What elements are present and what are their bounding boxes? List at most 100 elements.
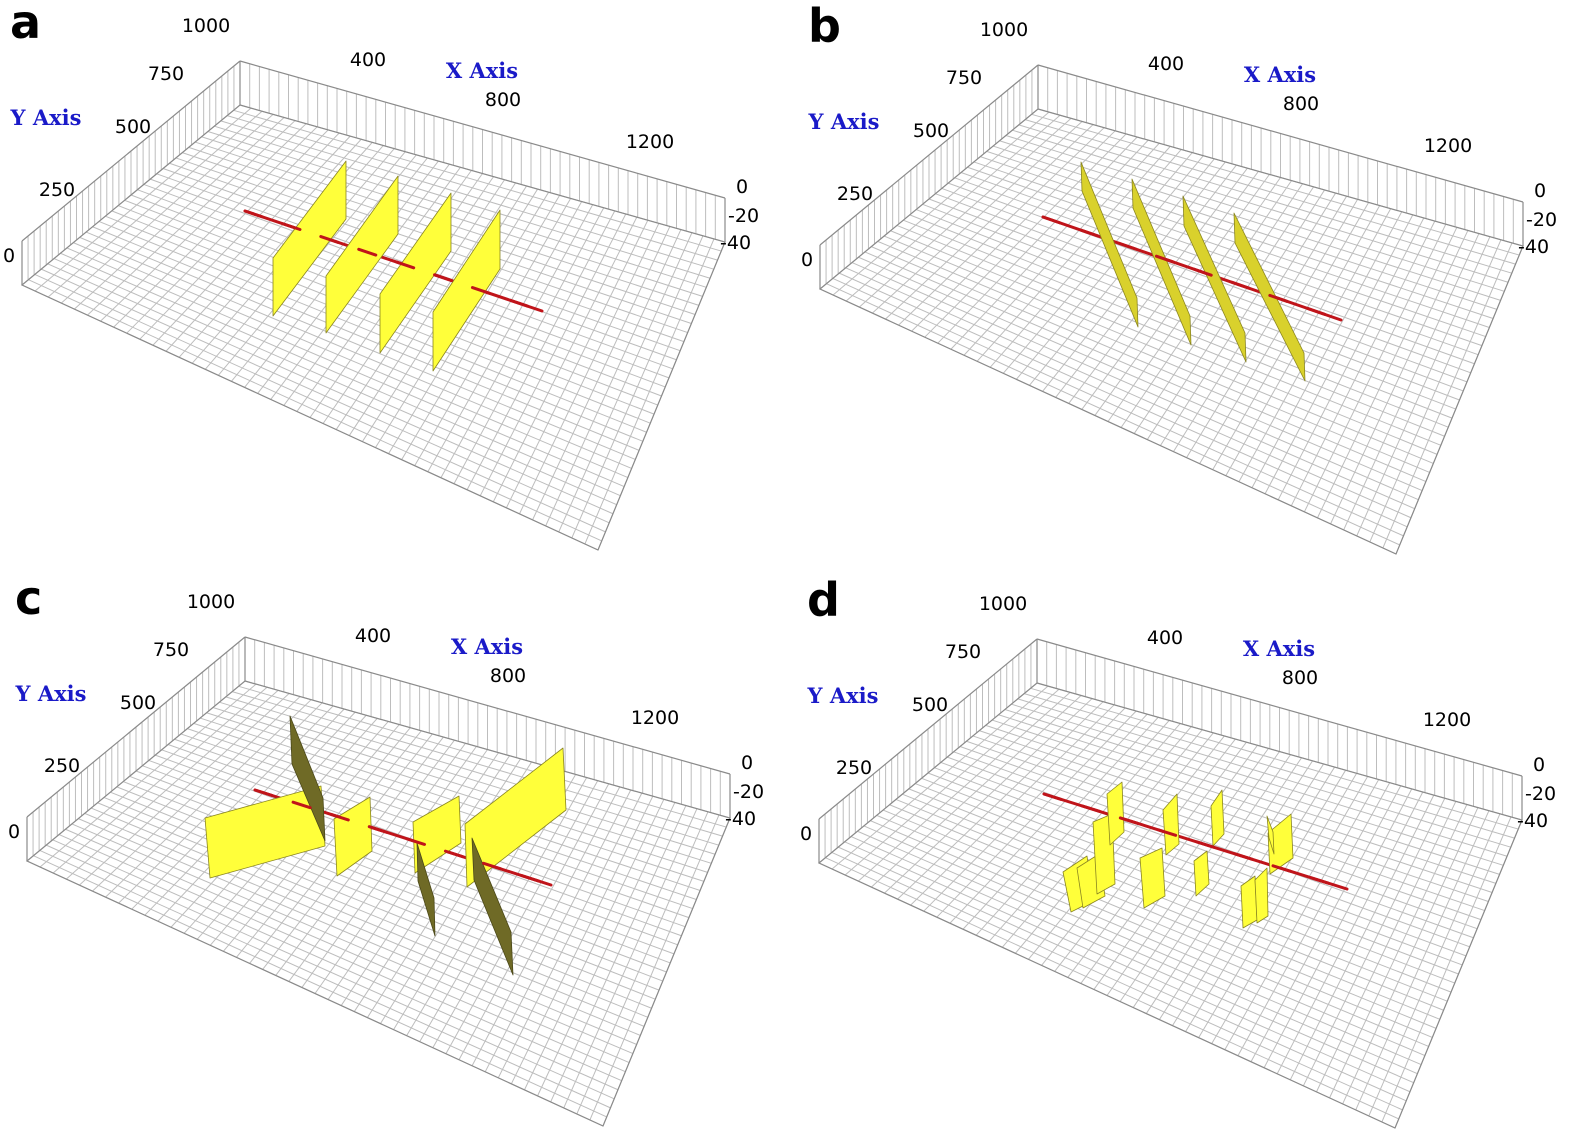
floor-grid-line — [883, 235, 1434, 464]
floor-grid-line — [839, 272, 1408, 528]
y-tick-label: 0 — [800, 823, 812, 845]
y-tick-label: 500 — [913, 120, 949, 142]
floor-grid-line — [201, 136, 703, 297]
horizontal-well-overlay — [1041, 215, 1343, 322]
x-tick-label: 400 — [350, 49, 386, 71]
fractures — [1080, 161, 1306, 382]
floor-grid-line — [1024, 693, 1515, 839]
x-tick-label: 400 — [355, 625, 391, 647]
floor-grid-line — [921, 777, 1455, 984]
floor-grid-line — [991, 719, 1497, 884]
z-tick-label: -40 — [1517, 810, 1548, 832]
y-axis-title: Y Axis — [10, 105, 82, 130]
back-walls — [26, 636, 731, 861]
wall-frame-line — [244, 636, 731, 775]
wall-frame-line — [818, 638, 1038, 820]
floor-grid-line — [1011, 703, 1508, 857]
panel-letter: b — [808, 0, 841, 53]
x-tick-label: 800 — [1283, 93, 1319, 115]
floor-grid-line — [1017, 698, 1511, 848]
x-tick-label: 1200 — [1424, 135, 1472, 157]
fracture-plane — [1182, 195, 1247, 363]
floor-grid-line — [92, 226, 640, 451]
floor-grid-line — [116, 786, 656, 1000]
floor-grid-line — [882, 809, 1433, 1038]
z-tick-label: -40 — [1518, 236, 1549, 258]
floor-grid-line — [34, 273, 606, 533]
floor-grid-line — [896, 225, 1442, 446]
fracture-plane — [1210, 789, 1225, 847]
y-tick-label: 500 — [912, 694, 948, 716]
y-axis-title: Y Axis — [807, 683, 879, 708]
floor-grid — [20, 104, 726, 551]
floor-grid-line — [233, 109, 722, 252]
y-tick-label: 0 — [3, 245, 15, 267]
x-tick-label: 400 — [1148, 53, 1184, 75]
y-tick-label: 750 — [945, 641, 981, 663]
x-tick-label: 400 — [1147, 627, 1183, 649]
floor-grid-line — [58, 834, 622, 1082]
x-tick-label: 800 — [485, 89, 521, 111]
panel-letter: c — [15, 571, 42, 625]
floor-grid-line — [79, 236, 632, 469]
x-tick-label: 800 — [490, 665, 526, 687]
fracture-plane — [204, 785, 326, 879]
floor-outline — [818, 108, 1524, 555]
floor-grid-line — [39, 849, 611, 1109]
horizontal-well-overlay — [243, 209, 544, 313]
floor-grid-line — [66, 247, 625, 488]
floor-grid-line — [857, 830, 1418, 1075]
horizontal-well-overlay — [253, 788, 553, 887]
fracture-plane — [1106, 781, 1125, 846]
fracture-plane — [1139, 847, 1166, 909]
fractures — [1062, 781, 1294, 929]
floor-grid-line — [876, 814, 1429, 1047]
floor-grid-line — [992, 145, 1498, 310]
floor-grid-line — [985, 724, 1493, 893]
y-tick-label: 250 — [39, 179, 75, 201]
fractures — [272, 160, 501, 372]
floor-grid-line — [60, 252, 621, 497]
panel-letter: d — [807, 573, 840, 627]
floor-grid-line — [85, 231, 636, 460]
floor-grid-line — [1030, 687, 1519, 830]
floor-grid-line — [65, 828, 626, 1073]
fracture-plane — [272, 160, 347, 317]
fracture-plane — [1266, 815, 1275, 855]
floor-grid-line — [110, 791, 652, 1009]
x-axis-title: X Axis — [1243, 636, 1315, 661]
floor-grid-line — [914, 783, 1452, 993]
floor-grid-line — [220, 120, 714, 270]
y-tick-label: 1000 — [980, 19, 1028, 41]
x-axis-title: X Axis — [451, 634, 523, 659]
floor-grid-line — [28, 279, 602, 542]
y-axis-title: Y Axis — [808, 109, 880, 134]
floor-grid-line — [851, 262, 1415, 510]
fracture-plane — [333, 796, 373, 877]
floor-grid-line — [870, 820, 1426, 1056]
floor-grid-line — [41, 268, 610, 524]
floor-grid-line — [877, 240, 1430, 473]
y-tick-label: 250 — [837, 183, 873, 205]
floor-grid-line — [908, 788, 1448, 1002]
floor-grid-line — [1025, 119, 1516, 265]
floor-grid-line — [863, 825, 1422, 1066]
fracture-plane — [412, 795, 462, 874]
floor-grid-line — [972, 735, 1485, 912]
floor-grid-line — [922, 203, 1456, 410]
floor-grid-line — [831, 851, 1403, 1111]
y-axis-title: Y Axis — [15, 681, 87, 706]
floor-grid-line — [935, 193, 1464, 392]
x-tick-label: 1200 — [626, 131, 674, 153]
back-walls — [818, 638, 1523, 863]
z-tick-label: 0 — [736, 176, 748, 198]
back-walls — [21, 60, 726, 285]
floor-grid-line — [148, 759, 675, 955]
x-axis-title: X Axis — [446, 58, 518, 83]
y-tick-label: 1000 — [979, 593, 1027, 615]
floor-grid-line — [71, 823, 630, 1064]
y-tick-label: 0 — [801, 249, 813, 271]
floor-grid-line — [214, 125, 711, 279]
x-tick-label: 1200 — [1423, 709, 1471, 731]
floor-grid-line — [832, 277, 1404, 537]
